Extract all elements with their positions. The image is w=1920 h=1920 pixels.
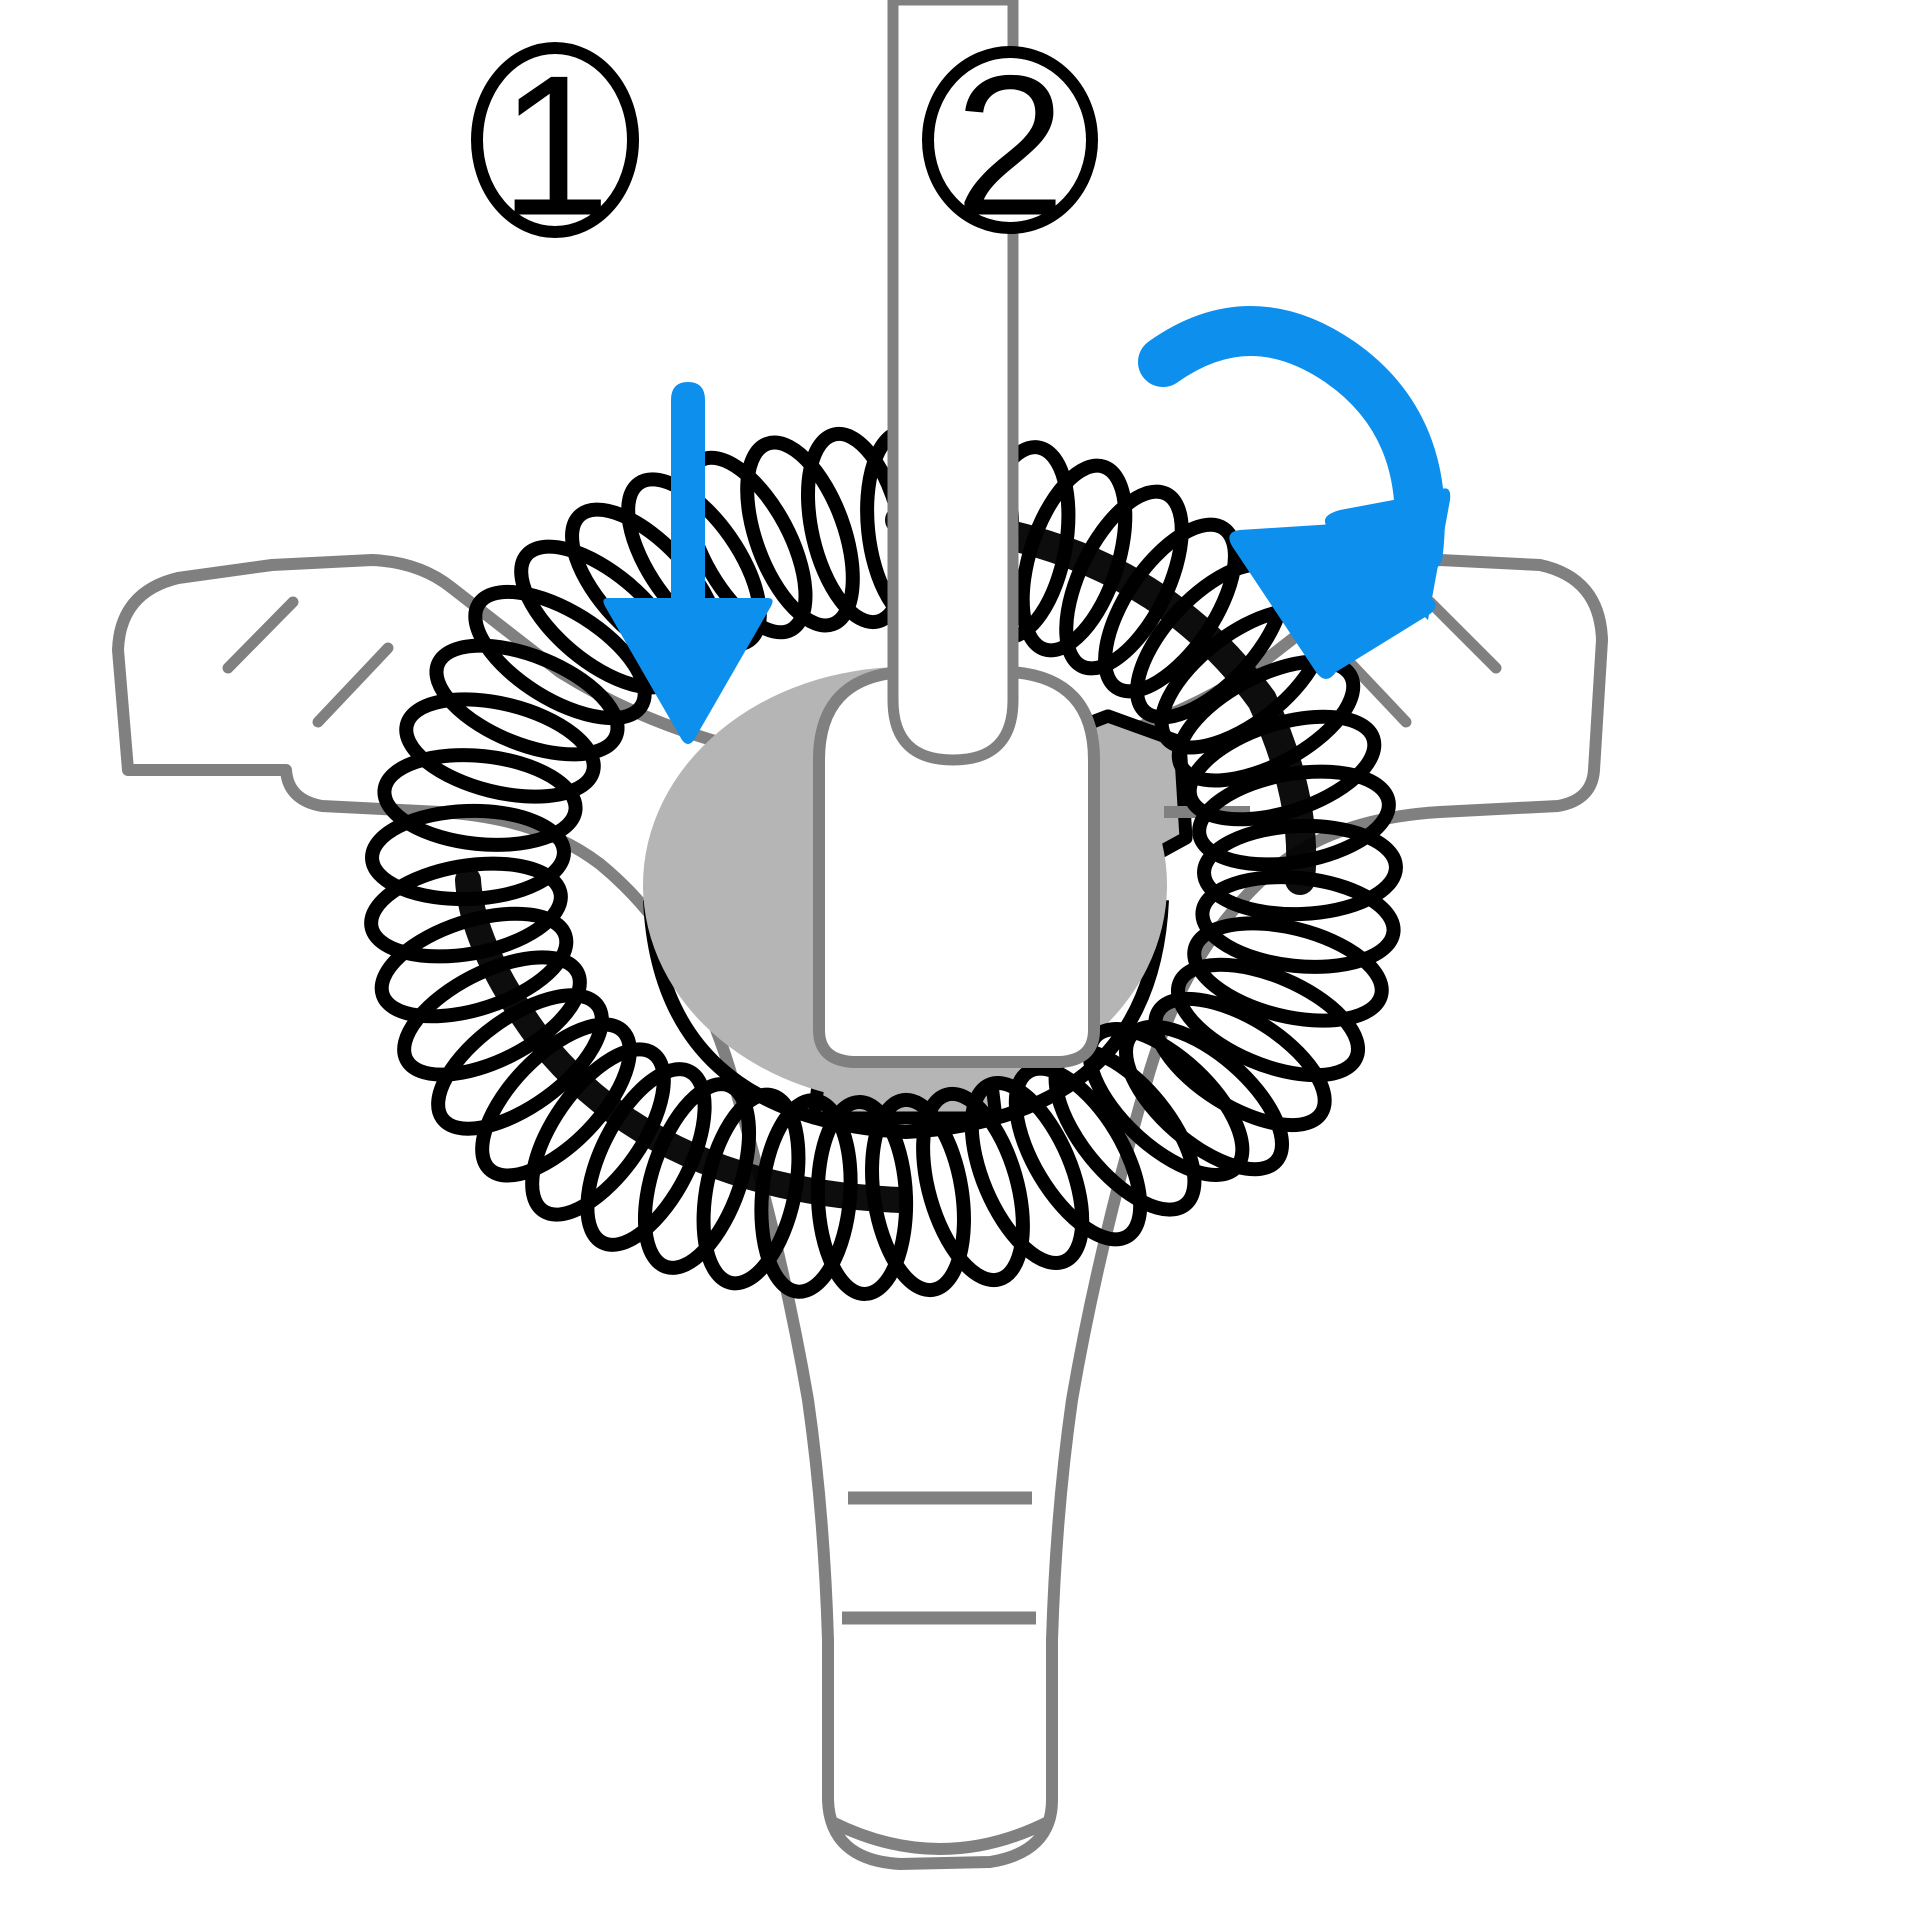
down-arrow-shape [603,382,773,744]
coil-spring-band-lower [455,867,913,1213]
step-marker-1-circle [471,42,639,238]
y-tool-left-rib-1 [222,596,299,674]
collar [813,666,1100,1068]
step-2-rotate-arrow [1138,306,1451,679]
washer-seat-rim [643,899,1169,1140]
step-marker-2-label: 2 [954,35,1065,258]
y-tool-left-rib-2 [312,642,394,728]
step-marker-2: 2 [922,35,1098,258]
step-1-down-arrow [603,382,773,744]
y-tool-right-rib-1 [1424,596,1502,674]
y-tool-handle-endcap [826,1816,1054,1855]
step-marker-1-label: 1 [499,35,610,258]
rotate-arrow-head [1229,524,1436,679]
step-marker-1: 1 [471,35,639,258]
rotate-arrow-head-plate [1324,488,1451,620]
step-marker-2-circle [922,46,1098,234]
rotate-arrow-arc [1138,306,1445,577]
